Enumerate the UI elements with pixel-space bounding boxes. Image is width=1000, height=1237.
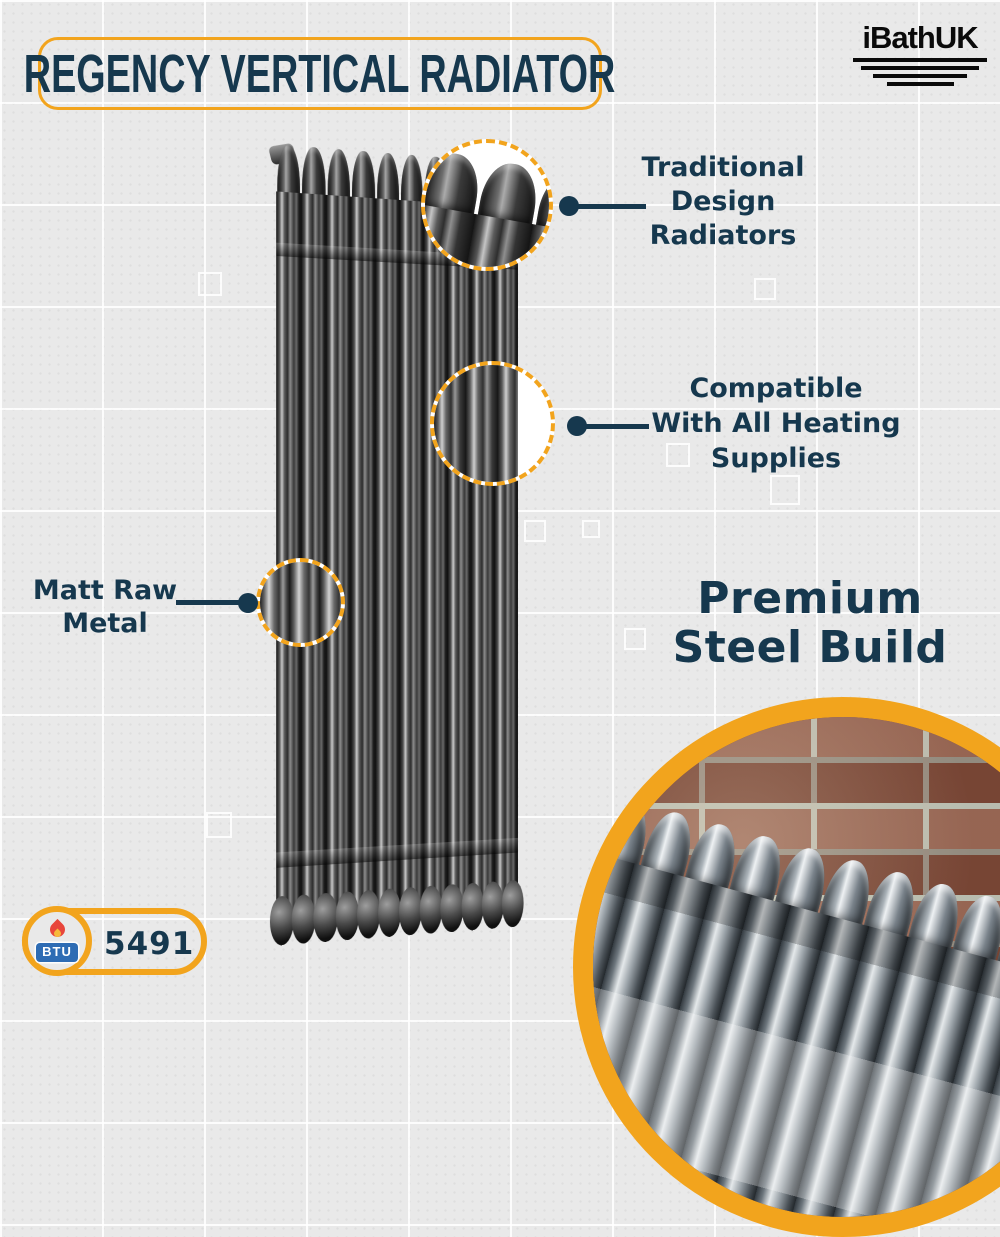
deco-square: [624, 628, 646, 650]
radiator-bulb: [399, 886, 422, 937]
radiator-bulb: [291, 893, 316, 945]
deco-square: [198, 272, 222, 296]
page-title: REGENCY VERTICAL RADIATOR: [24, 43, 616, 104]
callout-line: Compatible: [689, 373, 863, 404]
logo-ripple-line: [873, 74, 967, 78]
callout-line: Matt Raw: [32, 575, 178, 606]
logo-text: iBathUK: [853, 20, 987, 62]
connector-line-compatible: [577, 424, 649, 429]
btu-value: 5491: [104, 926, 195, 962]
callout-line: Traditional: [641, 152, 805, 183]
zoom-detail-pipes: [434, 365, 519, 482]
radiator-bulb: [377, 887, 402, 938]
radiator-bulb: [461, 882, 484, 932]
btu-icon-circle: BTU: [22, 906, 92, 976]
deco-square: [754, 278, 776, 300]
callout-compatible-text: Compatible With All Heating Supplies: [645, 371, 907, 476]
radiator-bulb: [481, 880, 504, 930]
connector-dot-matt: [238, 593, 258, 613]
premium-steel-build-text: Premium Steel Build: [652, 574, 968, 672]
callout-line: Supplies: [710, 443, 842, 474]
radiator-bulb: [269, 895, 294, 947]
zoom-detail-pipes: [260, 562, 341, 643]
radiator-bulb: [419, 885, 443, 935]
callout-traditional-design-text: Traditional Design Radiators: [618, 151, 828, 253]
radiator-bulb: [501, 879, 524, 929]
title-box: REGENCY VERTICAL RADIATOR: [24, 37, 616, 110]
connector-line-traditional: [569, 204, 646, 209]
zoom-detail-top-caps: [425, 149, 549, 267]
radiator-bulb: [440, 883, 464, 933]
callout-line: Design: [670, 186, 776, 217]
flame-icon: [46, 918, 68, 942]
callout-line: Radiators: [649, 220, 797, 251]
brand-logo: iBathUK: [853, 20, 987, 86]
radiator-bulb: [335, 890, 359, 942]
zoom-circle-matt-raw-metal: [256, 558, 345, 647]
callout-line: Metal: [62, 608, 148, 639]
radiator-bulb: [356, 889, 380, 940]
deco-square: [770, 475, 800, 505]
zoom-circle-traditional-design: [421, 139, 553, 271]
radiator-bulb: [313, 892, 338, 943]
callout-matt-raw-metal-text: Matt Raw Metal: [22, 574, 188, 640]
callout-line: Steel Build: [672, 622, 948, 673]
connector-line-matt: [176, 600, 248, 605]
zoom-circle-heating-compatible: [430, 361, 555, 486]
deco-square: [524, 520, 546, 542]
callout-line: Premium: [697, 573, 923, 624]
btu-label: BTU: [36, 942, 78, 962]
radiator-columns: [276, 191, 518, 913]
logo-ripple-line: [886, 82, 954, 86]
inset-photo-circle: [573, 697, 1000, 1237]
deco-square: [666, 443, 690, 467]
deco-square: [206, 812, 232, 838]
logo-ripple-line: [861, 66, 979, 70]
callout-line: With All Heating: [651, 408, 901, 439]
deco-square: [582, 520, 600, 538]
